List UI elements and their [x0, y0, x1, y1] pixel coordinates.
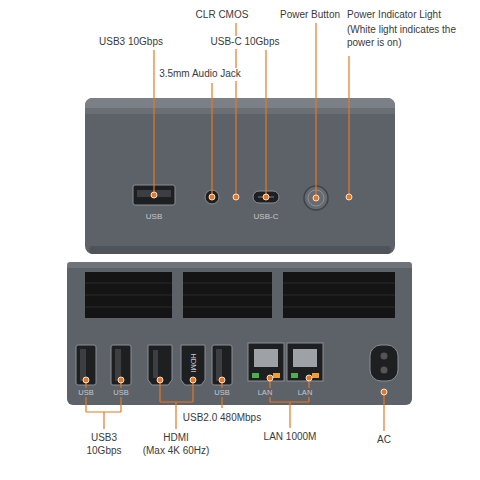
port-label: USB — [76, 388, 95, 397]
back-panel — [67, 262, 412, 405]
callout-label: LAN 1000M — [262, 431, 319, 444]
port-label: USB — [212, 388, 231, 397]
callout-label: USB2.0 480Mbps — [181, 412, 263, 425]
callout-label: USB3 10Gbps — [97, 36, 165, 49]
callout-label: Power Indicator Light — [345, 9, 443, 22]
port-label: LAN — [256, 388, 275, 397]
port-label: USB — [144, 212, 164, 222]
callout-label: HDMI — [161, 432, 191, 445]
callout-label: CLR CMOS — [194, 9, 251, 22]
callout-label: USB3 10Gbps — [79, 432, 129, 457]
callout-label: 3.5mm Audio Jack — [157, 68, 243, 81]
leader-dots — [83, 192, 387, 395]
callout-label: USB-C 10Gbps — [209, 36, 282, 49]
port-label: HDMI — [188, 351, 197, 374]
callout-label: (White light indicates the power is on) — [345, 24, 461, 49]
port-label: LAN — [296, 388, 315, 397]
callout-label: (Max 4K 60Hz) — [141, 445, 212, 458]
port-label: USB-C — [252, 212, 281, 222]
callout-label: Power Button — [278, 9, 342, 22]
leader-lines — [86, 23, 384, 431]
callout-label: AC — [375, 434, 393, 447]
port-label: USB — [111, 388, 130, 397]
